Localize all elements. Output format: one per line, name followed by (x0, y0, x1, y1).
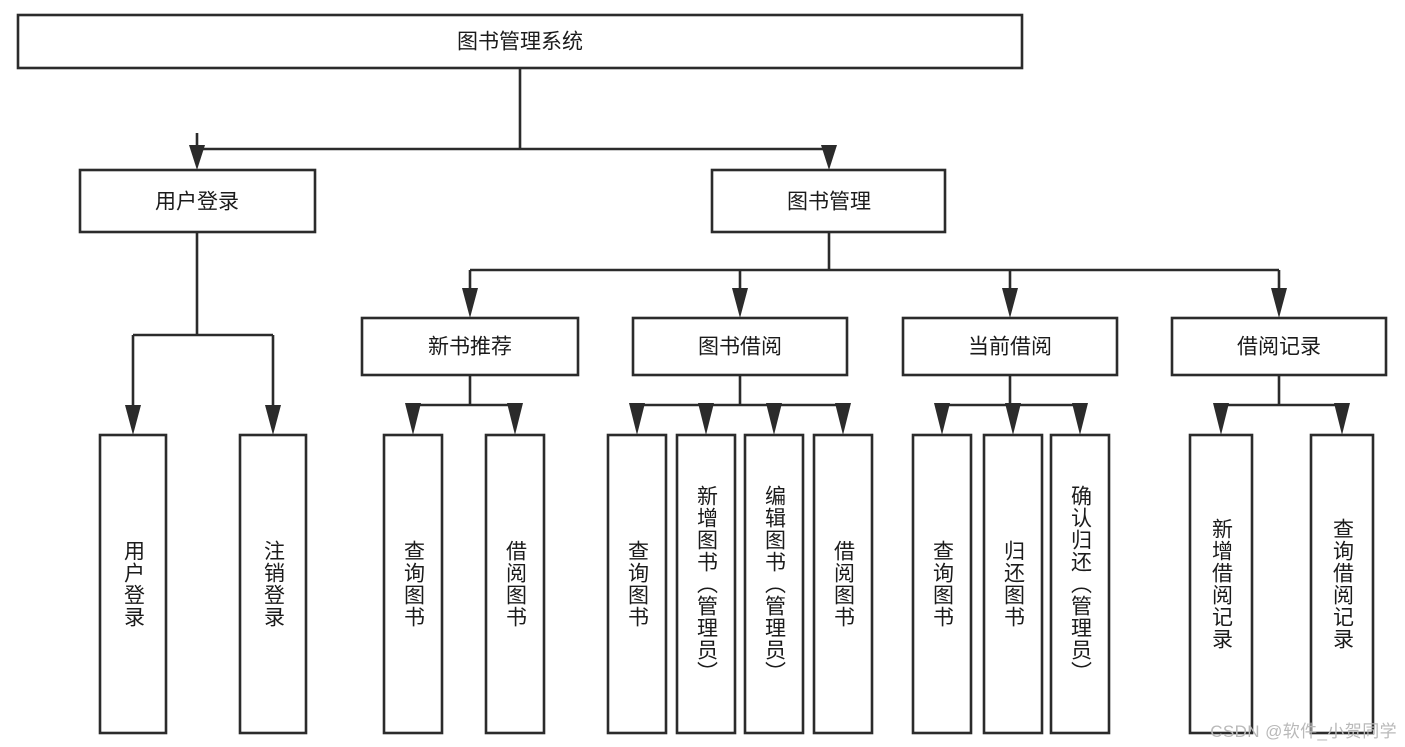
node-current-borrow-label: 当前借阅 (968, 336, 1052, 359)
node-leaf-rec-borrow-book-label: 借阅图书 (504, 540, 528, 628)
node-leaf-record-query[interactable]: 查询借阅记录 (1309, 433, 1375, 735)
node-new-book-rec[interactable]: 新书推荐 (360, 316, 580, 377)
node-leaf-record-add-box[interactable] (1188, 433, 1254, 735)
node-leaf-borrow-borrow-book[interactable]: 借阅图书 (812, 433, 874, 735)
node-book-manage-label: 图书管理 (787, 191, 871, 214)
arrowhead-book-borrow (732, 288, 748, 318)
node-book-borrow[interactable]: 图书借阅 (631, 316, 849, 377)
node-leaf-borrow-query-book-label: 查询图书 (626, 540, 650, 628)
node-leaf-rec-query-book[interactable]: 查询图书 (382, 433, 444, 735)
node-leaf-borrow-add-book-box[interactable] (675, 433, 737, 735)
node-leaf-user-login-label: 用户登录 (122, 540, 146, 628)
arrowhead-borrow-record (1271, 288, 1287, 318)
node-leaf-borrow-borrow-book-label: 借阅图书 (832, 540, 856, 628)
arrowhead-rec-query-book (405, 403, 421, 435)
node-leaf-current-confirm-return[interactable]: 确认归还（管理员） (1049, 433, 1111, 735)
node-leaf-user-logout-box[interactable] (238, 433, 308, 735)
node-borrow-record-box[interactable] (1170, 316, 1388, 377)
node-current-borrow-box[interactable] (901, 316, 1119, 377)
node-leaf-rec-query-book-label: 查询图书 (402, 540, 426, 628)
node-leaf-current-return-book-label: 归还图书 (1002, 540, 1026, 628)
node-borrow-record[interactable]: 借阅记录 (1170, 316, 1388, 377)
node-leaf-record-add-label: 新增借阅记录 (1210, 518, 1234, 650)
node-book-borrow-box[interactable] (631, 316, 849, 377)
node-leaf-borrow-edit-book-box[interactable] (743, 433, 805, 735)
node-leaf-current-query-book-label: 查询图书 (931, 540, 955, 628)
node-leaf-borrow-query-book-box[interactable] (606, 433, 668, 735)
node-root-box[interactable] (16, 13, 1024, 70)
arrowhead-current-confirm-return (1072, 403, 1088, 435)
node-book-borrow-label: 图书借阅 (698, 336, 782, 359)
arrowhead-leaf-user-login (125, 405, 141, 435)
node-book-manage-box[interactable] (710, 168, 947, 234)
arrowhead-user-login (189, 145, 205, 170)
arrowhead-leaf-user-logout (265, 405, 281, 435)
node-leaf-rec-query-book-box[interactable] (382, 433, 444, 735)
node-leaf-user-logout[interactable]: 注销登录 (238, 433, 308, 735)
node-leaf-rec-borrow-book[interactable]: 借阅图书 (484, 433, 546, 735)
node-leaf-borrow-add-book[interactable]: 新增图书（管理员） (675, 433, 737, 735)
arrowhead-record-add (1213, 403, 1229, 435)
node-leaf-rec-borrow-book-box[interactable] (484, 433, 546, 735)
arrowhead-book-manage (821, 145, 837, 170)
arrowhead-new-book-rec (462, 288, 478, 318)
node-book-manage[interactable]: 图书管理 (710, 168, 947, 234)
node-borrow-record-label: 借阅记录 (1237, 336, 1321, 359)
node-user-login[interactable]: 用户登录 (78, 168, 317, 234)
node-leaf-borrow-add-book-label: 新增图书（管理员） (695, 485, 719, 683)
csdn-watermark: CSDN @软件_小贺同学 (1210, 722, 1397, 741)
node-leaf-borrow-query-book[interactable]: 查询图书 (606, 433, 668, 735)
node-leaf-user-logout-label: 注销登录 (262, 540, 286, 628)
arrowhead-current-return-book (1005, 403, 1021, 435)
arrowhead-borrow-add-book (698, 403, 714, 435)
node-new-book-rec-label: 新书推荐 (428, 336, 512, 359)
node-leaf-user-login-box[interactable] (98, 433, 168, 735)
node-root-label: 图书管理系统 (457, 31, 583, 54)
node-leaf-borrow-borrow-book-box[interactable] (812, 433, 874, 735)
arrowhead-current-query-book (934, 403, 950, 435)
arrowhead-borrow-edit-book (766, 403, 782, 435)
node-leaf-current-return-book[interactable]: 归还图书 (982, 433, 1044, 735)
node-current-borrow[interactable]: 当前借阅 (901, 316, 1119, 377)
node-root[interactable]: 图书管理系统 (16, 13, 1024, 70)
node-new-book-rec-box[interactable] (360, 316, 580, 377)
node-leaf-user-login[interactable]: 用户登录 (98, 433, 168, 735)
arrowhead-borrow-borrow-book (835, 403, 851, 435)
arrowhead-rec-borrow-book (507, 403, 523, 435)
arrowhead-record-query (1334, 403, 1350, 435)
node-leaf-current-query-book-box[interactable] (911, 433, 973, 735)
node-leaf-current-confirm-return-box[interactable] (1049, 433, 1111, 735)
node-user-login-box[interactable] (78, 168, 317, 234)
node-leaf-current-confirm-return-label: 确认归还（管理员） (1069, 485, 1093, 683)
node-leaf-record-add[interactable]: 新增借阅记录 (1188, 433, 1254, 735)
node-leaf-record-query-box[interactable] (1309, 433, 1375, 735)
node-user-login-label: 用户登录 (155, 191, 239, 214)
connector-layer (125, 68, 1350, 435)
node-leaf-current-query-book[interactable]: 查询图书 (911, 433, 973, 735)
arrowhead-borrow-query-book (629, 403, 645, 435)
arrowhead-current-borrow (1002, 288, 1018, 318)
node-leaf-record-query-label: 查询借阅记录 (1331, 518, 1355, 650)
node-leaf-borrow-edit-book-label: 编辑图书（管理员） (763, 485, 787, 683)
node-leaf-borrow-edit-book[interactable]: 编辑图书（管理员） (743, 433, 805, 735)
node-leaf-current-return-book-box[interactable] (982, 433, 1044, 735)
